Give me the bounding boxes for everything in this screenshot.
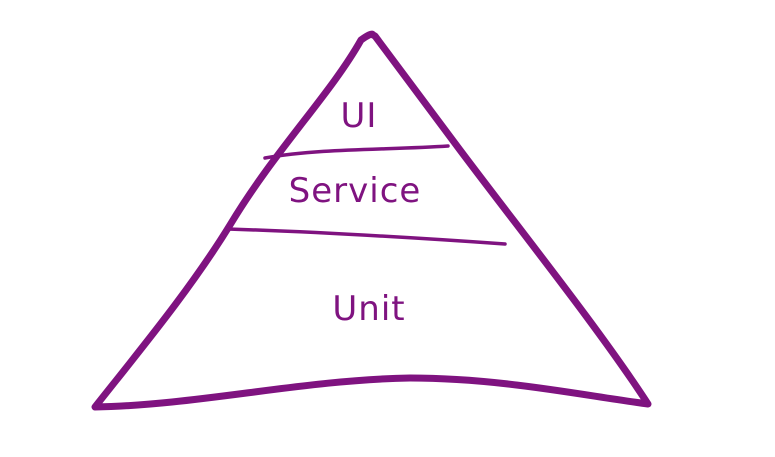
layer-label-service: Service bbox=[289, 171, 422, 211]
divider-service-unit bbox=[226, 227, 507, 246]
layer-label-ui: UI bbox=[341, 96, 378, 136]
pyramid-outline bbox=[91, 30, 652, 411]
layer-label-unit: Unit bbox=[332, 289, 405, 329]
divider-ui-service bbox=[263, 144, 450, 160]
